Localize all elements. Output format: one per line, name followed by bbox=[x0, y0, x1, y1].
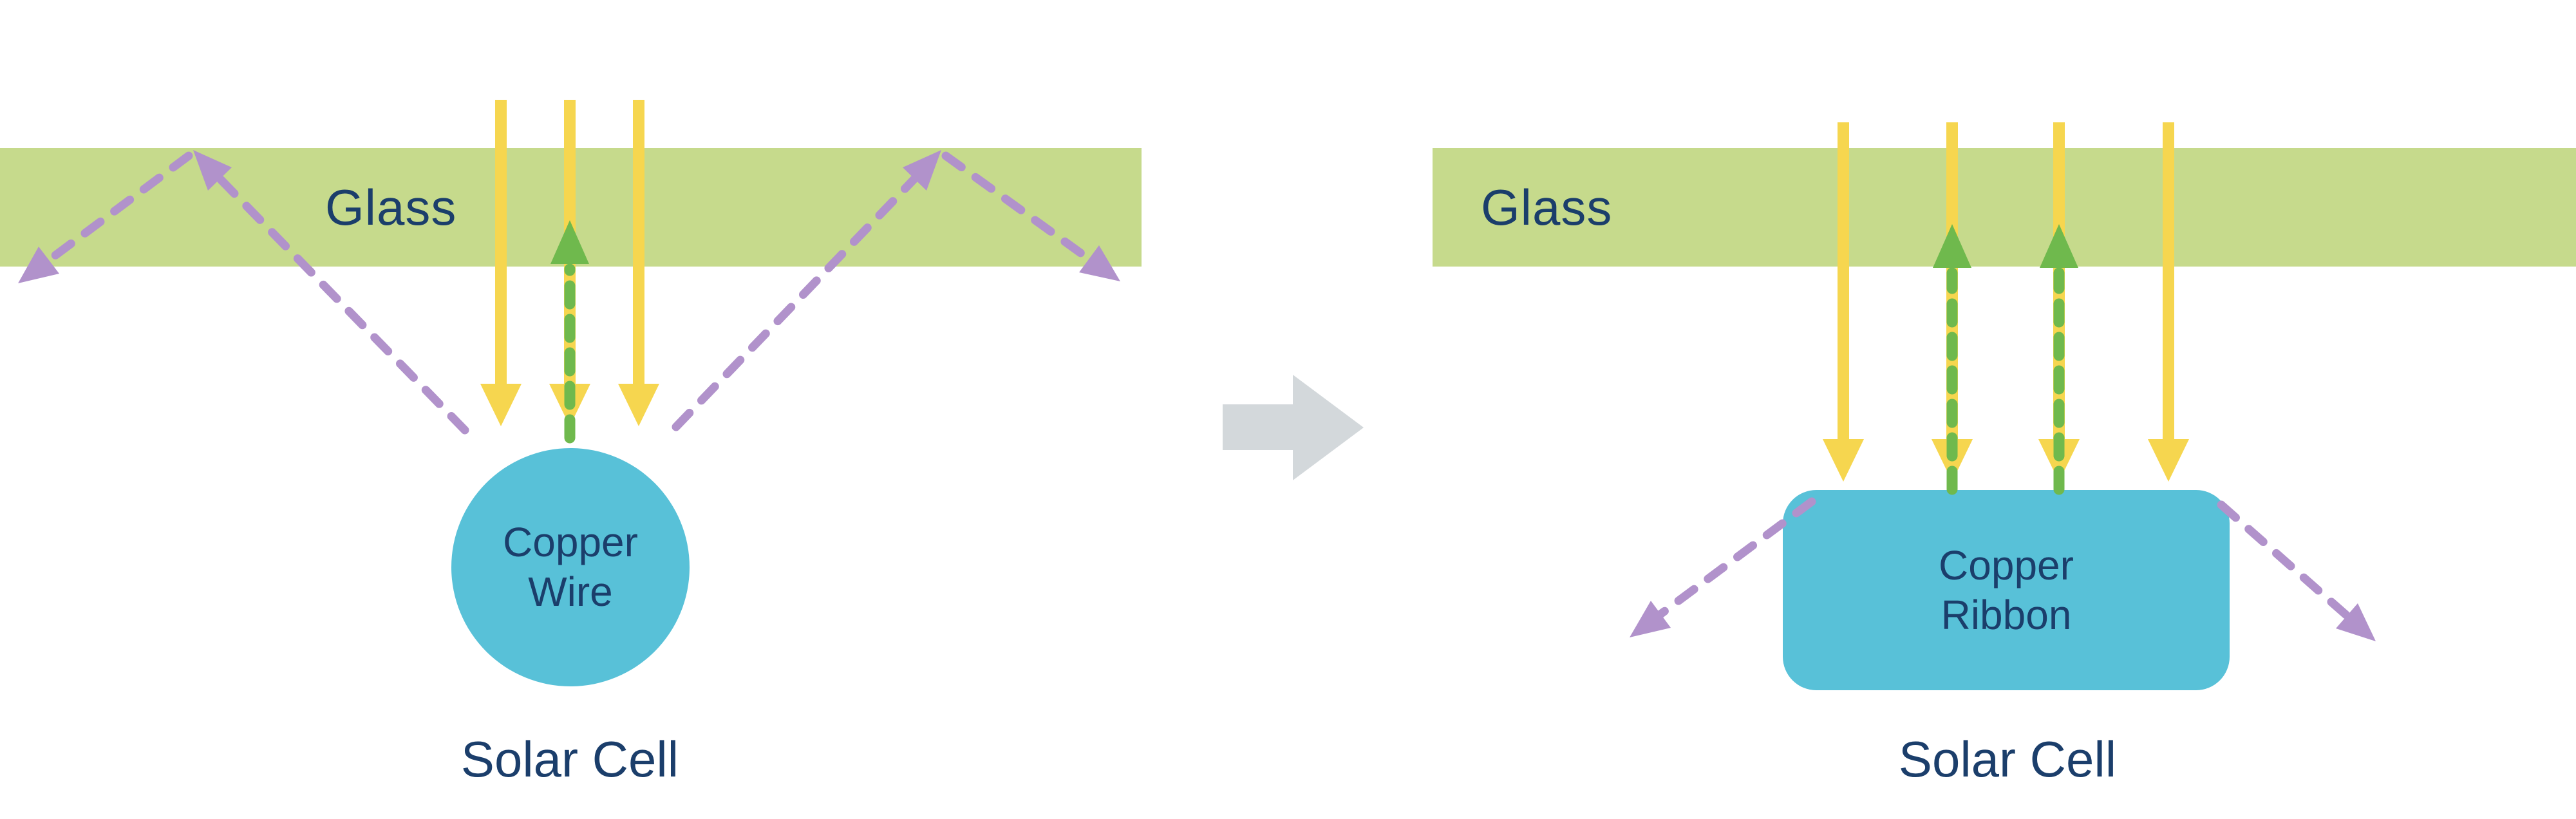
copper-ribbon-rect: Copper Ribbon bbox=[1783, 490, 2230, 690]
arrow-head bbox=[618, 384, 659, 426]
copper-wire-circle: Copper Wire bbox=[451, 448, 690, 686]
solar-cell-label-right: Solar Cell bbox=[1898, 731, 2117, 787]
arrow-head bbox=[2038, 439, 2080, 482]
arrow-head bbox=[480, 384, 522, 426]
solar-cell-label-left: Solar Cell bbox=[460, 731, 679, 787]
copper-ribbon-label-line2: Ribbon bbox=[1941, 591, 2072, 638]
glass-label-right: Glass bbox=[1481, 178, 1613, 236]
arrow-shaft bbox=[2217, 500, 2351, 620]
copper-ribbon-label: Copper Ribbon bbox=[1939, 541, 2074, 640]
glass-label-left: Glass bbox=[325, 178, 457, 236]
arrow-head bbox=[2336, 603, 2376, 641]
arrow-head bbox=[549, 384, 590, 426]
copper-wire-label-line2: Wire bbox=[528, 569, 613, 615]
arrow-head bbox=[1630, 601, 1671, 637]
copper-wire-label-line1: Copper bbox=[503, 519, 638, 566]
copper-ribbon-label-line1: Copper bbox=[1939, 541, 2074, 588]
arrow-head bbox=[1823, 439, 1864, 482]
scattered-light-arrow-ribbon-right bbox=[2217, 500, 2376, 641]
copper-wire-label: Copper Wire bbox=[503, 518, 638, 617]
transition-arrow bbox=[1223, 375, 1364, 480]
arrow-head bbox=[1932, 439, 1973, 482]
glass-pane-left bbox=[0, 148, 1142, 267]
arrow-head bbox=[2148, 439, 2189, 482]
glass-pane-right bbox=[1433, 148, 2576, 267]
